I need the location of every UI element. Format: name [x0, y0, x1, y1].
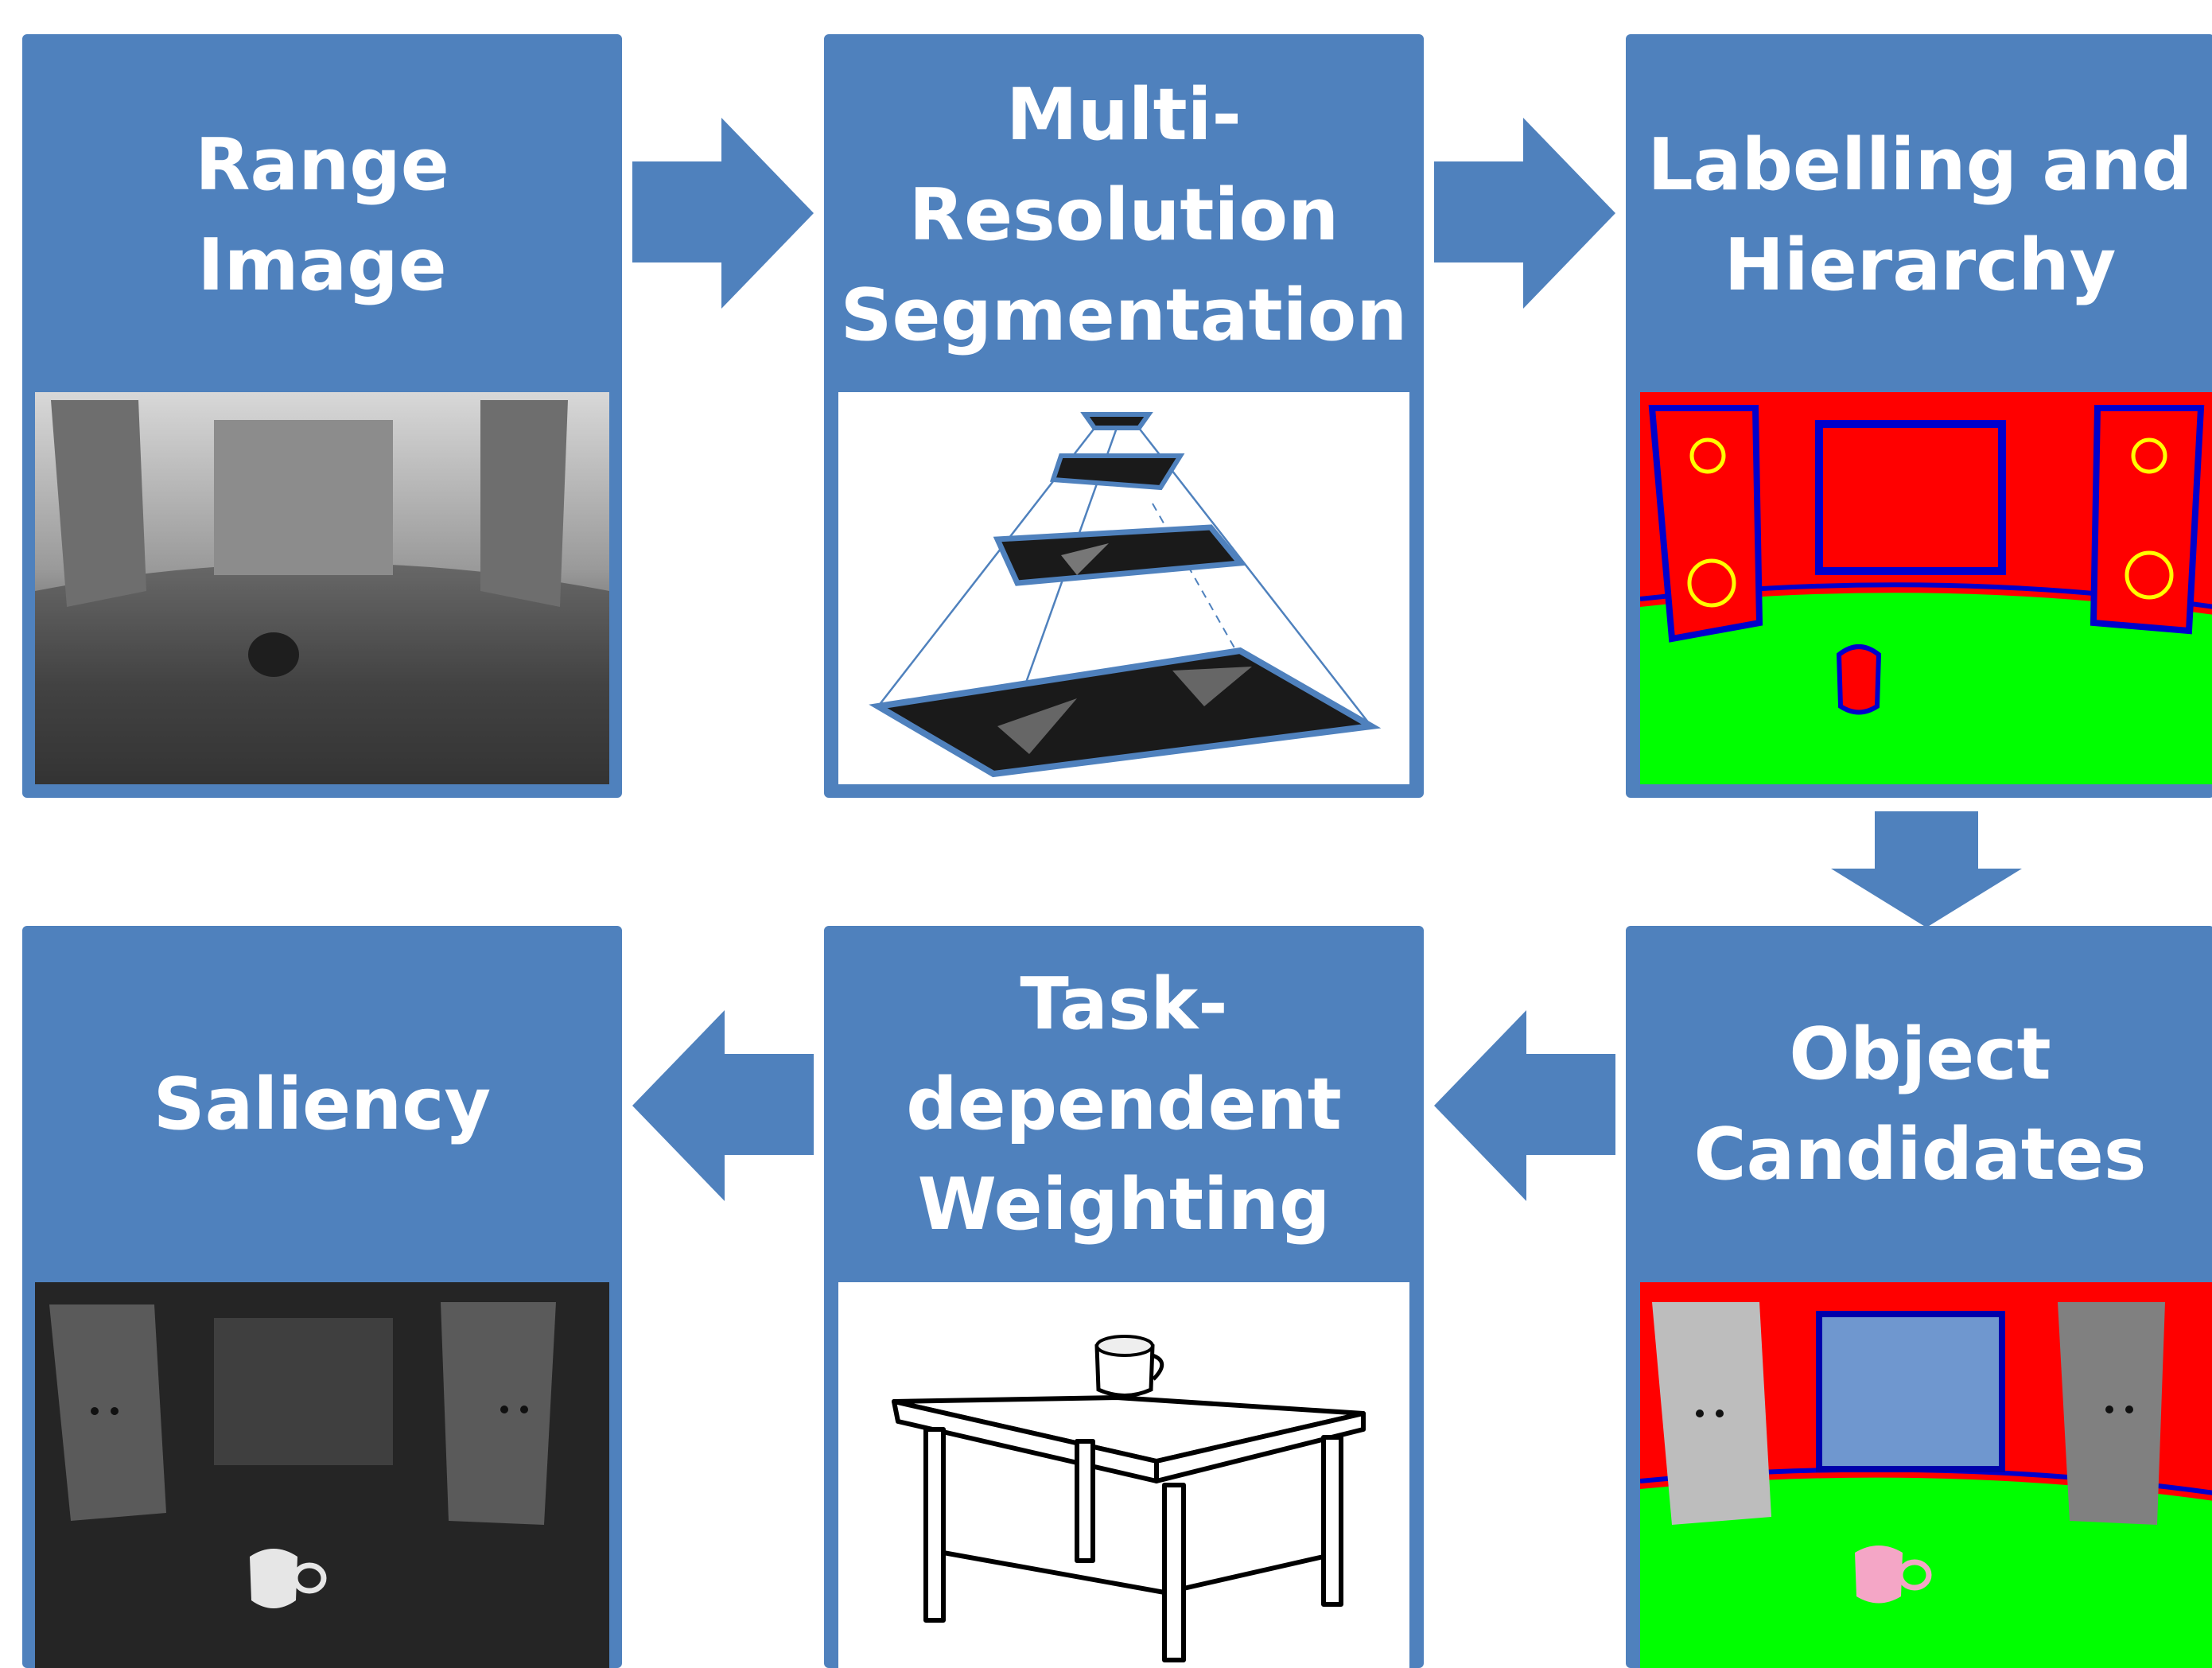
step-saliency: Saliency — [22, 926, 622, 1668]
step-title: Labelling and Hierarchy — [1647, 122, 2193, 307]
step-multi-resolution-segmentation: Multi- Resolution Segmentation — [824, 34, 1424, 798]
arrow-right-2 — [1434, 118, 1615, 309]
step-object-candidates: Object Candidates — [1626, 926, 2212, 1668]
step-title: Multi- Resolution Segmentation — [840, 72, 1408, 357]
arrow-left-1 — [1434, 1010, 1615, 1201]
table-with-mug-picture — [838, 1282, 1409, 1668]
image-pyramid-picture — [838, 392, 1409, 784]
range-image-picture — [35, 392, 609, 784]
saliency-map-picture — [35, 1282, 609, 1668]
arrow-down — [1831, 811, 2022, 927]
step-range-image: Range Image — [22, 34, 622, 798]
step-labelling-and-hierarchy: Labelling and Hierarchy — [1626, 34, 2212, 798]
step-task-dependent-weighting: Task-dependent Weighting — [824, 926, 1424, 1668]
labelled-scene-picture — [1640, 392, 2212, 784]
arrow-left-2 — [632, 1010, 814, 1201]
arrow-right-1 — [632, 118, 814, 309]
object-candidates-picture — [1640, 1282, 2212, 1668]
step-title: Saliency — [153, 1063, 492, 1146]
step-title: Task-dependent Weighting — [906, 962, 1342, 1246]
step-title: Object Candidates — [1693, 1013, 2147, 1196]
step-title: Range Image — [195, 122, 449, 307]
